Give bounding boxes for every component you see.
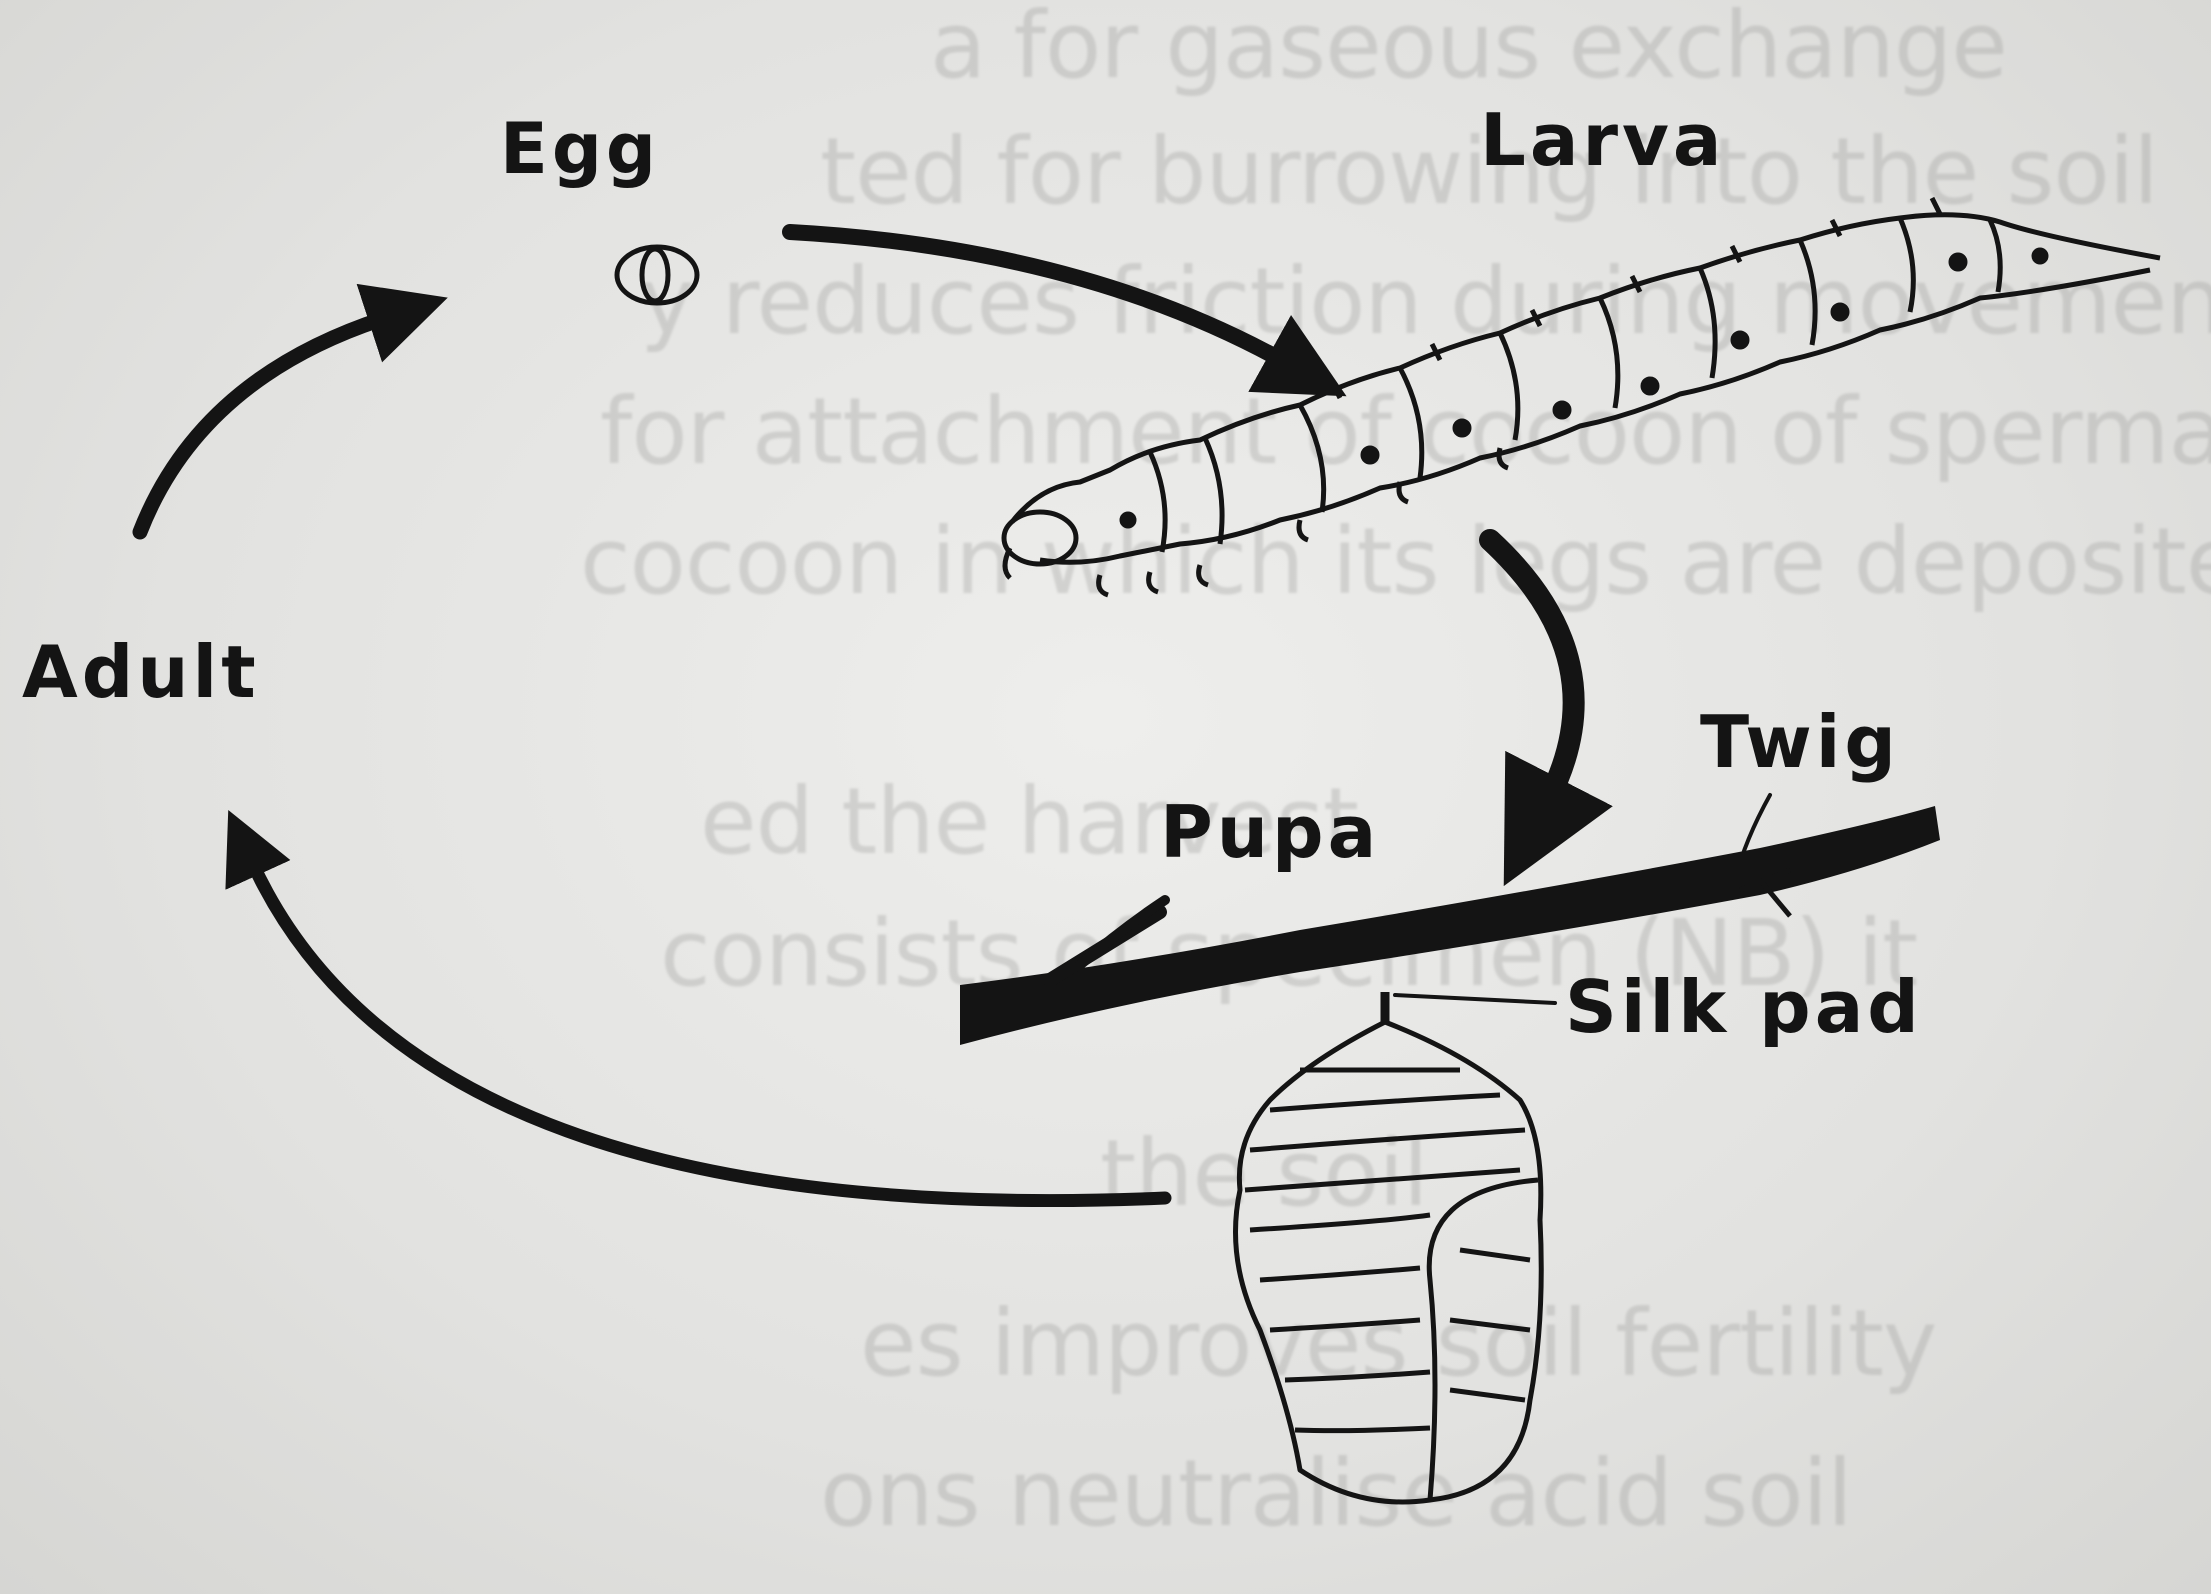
bleed-line-4: for attachment of cocoon of spermatophor… — [600, 378, 2211, 485]
label-pupa: Pupa — [1160, 790, 1381, 874]
arrow-larva-to-pupa — [1479, 529, 1613, 887]
label-adult: Adult — [22, 630, 260, 714]
label-twig: Twig — [1700, 700, 1900, 784]
bleed-line-10: ons neutralise acid soil — [820, 1440, 1853, 1547]
bleed-line-8: the soil — [1100, 1120, 1429, 1227]
silk-pad-leader-line — [1393, 993, 1557, 1005]
bleed-line-3: y reduces friction during movement — [640, 248, 2211, 355]
label-larva: Larva — [1480, 98, 1726, 182]
twig-leader-line — [1733, 793, 1772, 882]
larva-drawing — [1001, 196, 2161, 598]
arrow-adult-to-egg — [132, 283, 448, 540]
pupa-drawing — [1233, 992, 1544, 1505]
label-silk-pad: Silk pad — [1565, 965, 1923, 1049]
label-egg: Egg — [500, 108, 661, 190]
bleed-line-1: a for gaseous exchange — [930, 0, 2008, 99]
bleed-line-6: ed the harvest — [700, 768, 1359, 875]
arrow-pupa-to-adult — [225, 809, 1172, 1208]
arrow-egg-to-larva — [782, 224, 1347, 397]
bleed-line-9: es improves soil fertility — [860, 1290, 1937, 1397]
pupa-leader-line — [1075, 895, 1170, 970]
egg-drawing — [614, 244, 700, 306]
leader-lines — [1075, 793, 1772, 1005]
bleed-line-5: cocoon in which its legs are deposited — [580, 508, 2211, 615]
